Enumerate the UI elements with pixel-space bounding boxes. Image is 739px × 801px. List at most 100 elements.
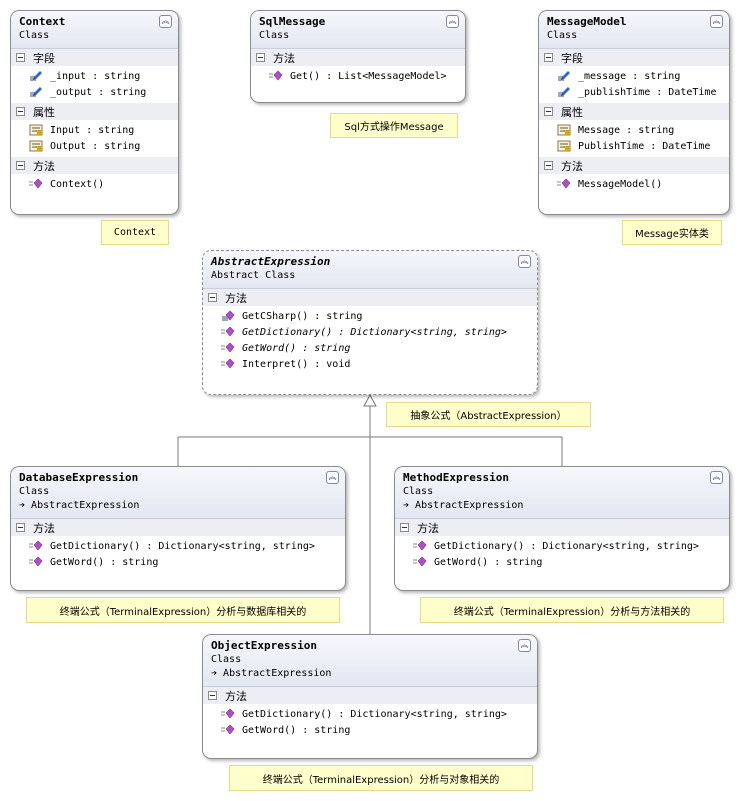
methods-section-header[interactable]: 方法 <box>395 519 729 536</box>
properties-section-header[interactable]: 属性 <box>539 103 729 120</box>
method-row[interactable]: GetWord() : string <box>11 554 345 570</box>
fields-section-header[interactable]: 字段 <box>11 49 178 66</box>
section-toggle-icon[interactable] <box>208 691 217 700</box>
section-toggle-icon[interactable] <box>16 53 25 62</box>
base-class-name: AbstractExpression <box>415 500 524 511</box>
class-kind: Class <box>19 486 50 497</box>
collapse-chevron-icon[interactable]: ︽ <box>326 471 339 484</box>
context-class[interactable]: Context Class ︽ 字段 _input : string _outp… <box>10 10 179 215</box>
collapse-chevron-icon[interactable]: ︽ <box>710 471 723 484</box>
method-icon <box>269 70 283 81</box>
member-text: GetDictionary() : Dictionary<string, str… <box>434 540 699 552</box>
note-object-expression[interactable]: 终端公式（TerminalExpression）分析与对象相关的 <box>229 765 533 791</box>
method-row[interactable]: GetWord() : string <box>395 554 729 570</box>
collapse-chevron-icon[interactable]: ︽ <box>159 15 172 28</box>
method-row[interactable]: GetDictionary() : Dictionary<string, str… <box>11 538 345 554</box>
note-database-expression[interactable]: 终端公式（TerminalExpression）分析与数据库相关的 <box>26 597 340 623</box>
method-row[interactable]: GetDictionary() : Dictionary<string, str… <box>203 324 537 340</box>
fields-section-header[interactable]: 字段 <box>539 49 729 66</box>
inherit-arrow-icon: ➔ <box>19 500 32 511</box>
messagemodel-class[interactable]: MessageModel Class ︽ 字段 _message : strin… <box>538 10 730 215</box>
methods-list: Get() : List<MessageModel> <box>251 66 465 87</box>
fields-list: _message : string _publishTime : DateTim… <box>539 66 729 103</box>
method-row[interactable]: MessageModel() <box>539 176 729 192</box>
property-row[interactable]: PublishTime : DateTime <box>539 138 729 154</box>
member-text: Output : string <box>50 140 141 152</box>
method-row[interactable]: GetWord() : string <box>203 722 537 738</box>
methods-section-header[interactable]: 方法 <box>539 157 729 174</box>
field-row[interactable]: _input : string <box>11 68 178 84</box>
method-row[interactable]: GetDictionary() : Dictionary<string, str… <box>395 538 729 554</box>
methods-section-header[interactable]: 方法 <box>11 157 178 174</box>
base-class-line: ➔ AbstractExpression <box>403 499 721 513</box>
section-toggle-icon[interactable] <box>256 53 265 62</box>
methods-section-header[interactable]: 方法 <box>203 289 537 306</box>
section-toggle-icon[interactable] <box>400 523 409 532</box>
collapse-chevron-icon[interactable]: ︽ <box>446 15 459 28</box>
abstractexpression-header: AbstractExpression Abstract Class ︽ <box>203 251 537 289</box>
methodexpression-class[interactable]: MethodExpression Class ➔ AbstractExpress… <box>394 466 730 591</box>
collapse-chevron-icon[interactable]: ︽ <box>518 255 531 268</box>
section-label: 方法 <box>561 159 583 173</box>
method-row[interactable]: GetDictionary() : Dictionary<string, str… <box>203 706 537 722</box>
context-header: Context Class ︽ <box>11 11 178 49</box>
member-text: MessageModel() <box>578 178 663 190</box>
section-label: 方法 <box>273 51 295 65</box>
field-row[interactable]: _message : string <box>539 68 729 84</box>
section-toggle-icon[interactable] <box>544 107 553 116</box>
note-context[interactable]: Context <box>101 220 169 245</box>
method-icon <box>221 724 235 735</box>
section-label: 方法 <box>33 159 55 173</box>
section-toggle-icon[interactable] <box>208 293 217 302</box>
method-row[interactable]: Context() <box>11 176 178 192</box>
method-row[interactable]: Interpret() : void <box>203 356 537 372</box>
note-messagemodel[interactable]: Message实体类 <box>622 220 722 245</box>
collapse-chevron-icon[interactable]: ︽ <box>710 15 723 28</box>
method-icon <box>413 540 427 551</box>
section-label: 方法 <box>33 521 55 535</box>
base-class-line: ➔ AbstractExpression <box>19 499 337 513</box>
field-row[interactable]: _output : string <box>11 84 178 100</box>
member-text: _output : string <box>50 86 147 98</box>
method-row[interactable]: GetCSharp() : string <box>203 308 537 324</box>
methods-section-header[interactable]: 方法 <box>251 49 465 66</box>
methods-list: Context() <box>11 174 178 195</box>
methods-section-header[interactable]: 方法 <box>203 687 537 704</box>
property-row[interactable]: Input : string <box>11 122 178 138</box>
member-text: Interpret() : void <box>242 358 351 370</box>
method-row[interactable]: GetWord() : string <box>203 340 537 356</box>
databaseexpression-class[interactable]: DatabaseExpression Class ➔ AbstractExpre… <box>10 466 346 591</box>
sqlmessage-class[interactable]: SqlMessage Class ︽ 方法 Get() : List<Messa… <box>250 10 466 103</box>
method-icon <box>221 708 235 719</box>
method-row[interactable]: Get() : List<MessageModel> <box>251 68 465 84</box>
property-row[interactable]: Message : string <box>539 122 729 138</box>
section-toggle-icon[interactable] <box>16 161 25 170</box>
collapse-chevron-icon[interactable]: ︽ <box>518 639 531 652</box>
section-toggle-icon[interactable] <box>16 523 25 532</box>
note-sqlmessage[interactable]: Sql方式操作Message <box>330 113 458 138</box>
methods-section-header[interactable]: 方法 <box>11 519 345 536</box>
objectexpression-class[interactable]: ObjectExpression Class ➔ AbstractExpress… <box>202 634 538 759</box>
objectexpression-header: ObjectExpression Class ➔ AbstractExpress… <box>203 635 537 687</box>
class-name: ObjectExpression <box>211 639 317 652</box>
property-icon <box>557 140 571 152</box>
member-text: GetDictionary() : Dictionary<string, str… <box>242 326 507 338</box>
note-abstract-expression[interactable]: 抽象公式（AbstractExpression） <box>386 402 591 427</box>
section-toggle-icon[interactable] <box>544 161 553 170</box>
class-name: AbstractExpression <box>211 255 331 268</box>
section-toggle-icon[interactable] <box>16 107 25 116</box>
property-row[interactable]: Output : string <box>11 138 178 154</box>
properties-section-header[interactable]: 属性 <box>11 103 178 120</box>
inherit-arrow-icon: ➔ <box>403 500 416 511</box>
section-toggle-icon[interactable] <box>544 53 553 62</box>
method-icon <box>29 540 43 551</box>
methods-list: GetDictionary() : Dictionary<string, str… <box>203 704 537 741</box>
abstractexpression-class[interactable]: AbstractExpression Abstract Class ︽ 方法 G… <box>202 250 538 395</box>
section-label: 方法 <box>417 521 439 535</box>
method-icon <box>221 342 235 353</box>
class-kind: Class <box>547 30 578 41</box>
member-text: GetWord() : string <box>242 342 351 354</box>
note-method-expression[interactable]: 终端公式（TerminalExpression）分析与方法相关的 <box>420 597 724 623</box>
field-row[interactable]: _publishTime : DateTime <box>539 84 729 100</box>
class-kind: Class <box>211 654 242 665</box>
